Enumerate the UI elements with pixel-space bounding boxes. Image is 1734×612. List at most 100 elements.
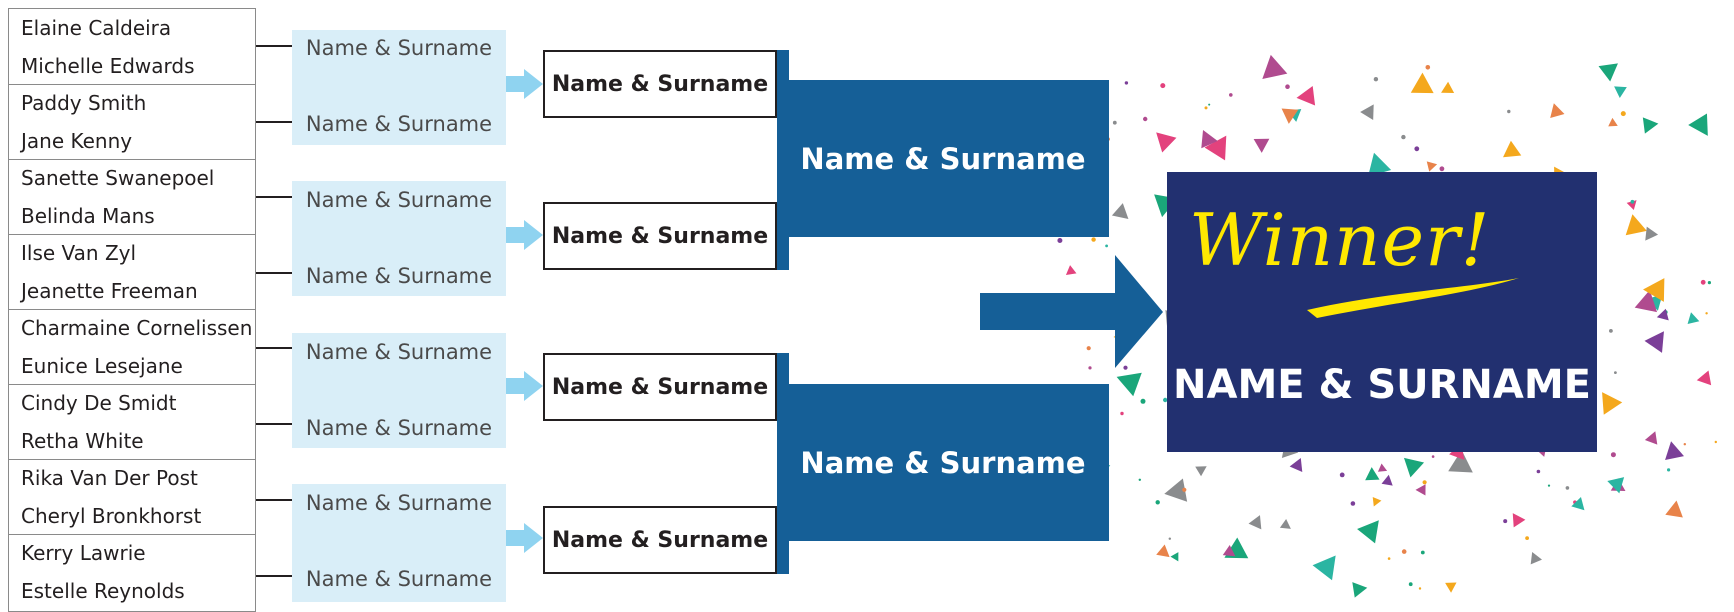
confetti-dot (1143, 116, 1148, 122)
confetti-dot (1610, 452, 1616, 458)
confetti-dot (1620, 111, 1626, 117)
confetti-triangle (1645, 226, 1659, 241)
confetti-triangle (1195, 466, 1207, 477)
round1-slot: Name & Surname (305, 416, 493, 440)
player-pair: Elaine Caldeira Michelle Edwards (9, 9, 255, 85)
player-pair: Kerry Lawrie Estelle Reynolds (9, 534, 255, 609)
confetti-dot (1120, 411, 1124, 416)
round3-slot: Name & Surname (777, 80, 1109, 237)
round1-match: Name & Surname Name & Surname (292, 181, 506, 296)
confetti-triangle (1156, 132, 1177, 153)
confetti-triangle (1296, 85, 1316, 106)
confetti-triangle (1614, 86, 1627, 99)
confetti-triangle (1410, 72, 1434, 94)
confetti-triangle (1352, 582, 1368, 598)
confetti-triangle (1607, 477, 1625, 494)
round1-match: Name & Surname Name & Surname (292, 484, 506, 602)
confetti-dot (1700, 279, 1706, 285)
confetti-dot (1350, 501, 1356, 506)
confetti-triangle (1665, 500, 1683, 518)
player-name: Sanette Swanepoel (21, 166, 215, 190)
confetti-dot (1536, 469, 1541, 474)
confetti-dot (1667, 468, 1671, 472)
confetti-dot (1339, 472, 1345, 478)
round1-slot: Name & Surname (305, 340, 493, 364)
confetti-dot (1387, 557, 1391, 560)
player-name: Ilse Van Zyl (21, 241, 137, 265)
confetti-dot (1163, 397, 1168, 403)
confetti-triangle (1360, 104, 1374, 120)
player-name: Eunice Lesejane (21, 354, 183, 378)
confetti-triangle (1696, 370, 1712, 386)
confetti-dot (1705, 312, 1708, 315)
confetti-triangle (1222, 544, 1236, 557)
round1-slot: Name & Surname (305, 567, 493, 591)
player-pair: Charmaine Cornelissen Eunice Lesejane (9, 309, 255, 385)
winner-box: Winner! NAME & SURNAME (1167, 172, 1597, 452)
confetti-dot (1422, 480, 1427, 485)
bracket-connectors (256, 45, 292, 577)
confetti-dot (1105, 244, 1108, 248)
confetti-dot (1418, 587, 1422, 590)
confetti-triangle (1253, 138, 1270, 153)
confetti-triangle (1156, 544, 1170, 558)
confetti-triangle (1377, 463, 1388, 472)
player-pair: Cindy De Smidt Retha White (9, 384, 255, 460)
round2-slot: Name & Surname (543, 202, 777, 270)
player-name: Jeanette Freeman (21, 279, 198, 303)
confetti-triangle (1403, 457, 1425, 478)
confetti-triangle (1512, 513, 1526, 528)
confetti-triangle (1643, 278, 1665, 302)
confetti-dot (1373, 77, 1379, 82)
confetti-triangle (1426, 161, 1438, 172)
confetti-triangle (1642, 117, 1659, 134)
confetti-triangle (1262, 54, 1288, 79)
confetti-dot (1408, 582, 1413, 587)
round1-slot: Name & Surname (305, 491, 493, 515)
confetti-triangle (1687, 312, 1700, 325)
confetti-triangle (1445, 582, 1457, 593)
confetti-dot (1160, 83, 1166, 89)
player-pair: Paddy Smith Jane Kenny (9, 84, 255, 160)
confetti-triangle (1608, 117, 1618, 127)
player-pair: Sanette Swanepoel Belinda Mans (9, 159, 255, 235)
round2-slot: Name & Surname (543, 50, 777, 118)
winner-underline-swash (1307, 278, 1519, 318)
confetti-triangle (1312, 555, 1336, 581)
confetti-dot (1614, 371, 1617, 374)
confetti-triangle (1625, 214, 1647, 236)
confetti-triangle (1204, 135, 1227, 161)
arrow-icon (506, 371, 543, 401)
confetti-dot (1155, 500, 1160, 505)
round1-match: Name & Surname Name & Surname (292, 333, 506, 448)
confetti-dot (1124, 81, 1129, 85)
winner-title: Winner! (1189, 198, 1491, 282)
confetti-triangle (1665, 441, 1684, 461)
confetti-triangle (1644, 331, 1664, 353)
confetti-dot (1525, 536, 1529, 540)
confetti-dot (1208, 103, 1211, 106)
confetti-triangle (1644, 431, 1658, 445)
player-name: Rika Van Der Post (21, 466, 198, 490)
player-name: Kerry Lawrie (21, 541, 146, 565)
round2-slot: Name & Surname (543, 506, 777, 574)
confetti-dot (1285, 84, 1290, 89)
player-name: Elaine Caldeira (21, 16, 172, 40)
round2-slot: Name & Surname (543, 353, 777, 421)
confetti-triangle (1164, 478, 1188, 502)
confetti-dot (1204, 106, 1208, 110)
confetti-triangle (1065, 265, 1077, 275)
confetti-dot (1138, 478, 1142, 481)
confetti-dot (1503, 519, 1508, 524)
confetti-dot (1683, 443, 1687, 446)
confetti-triangle (1170, 552, 1179, 562)
confetti-triangle (1602, 392, 1623, 415)
confetti-dot (1431, 455, 1435, 458)
confetti-dot (1565, 486, 1570, 490)
confetti-dot (1425, 65, 1431, 70)
player-name: Retha White (21, 429, 144, 453)
player-name: Paddy Smith (21, 91, 147, 115)
confetti-triangle (1289, 458, 1303, 472)
player-name: Estelle Reynolds (21, 579, 185, 603)
